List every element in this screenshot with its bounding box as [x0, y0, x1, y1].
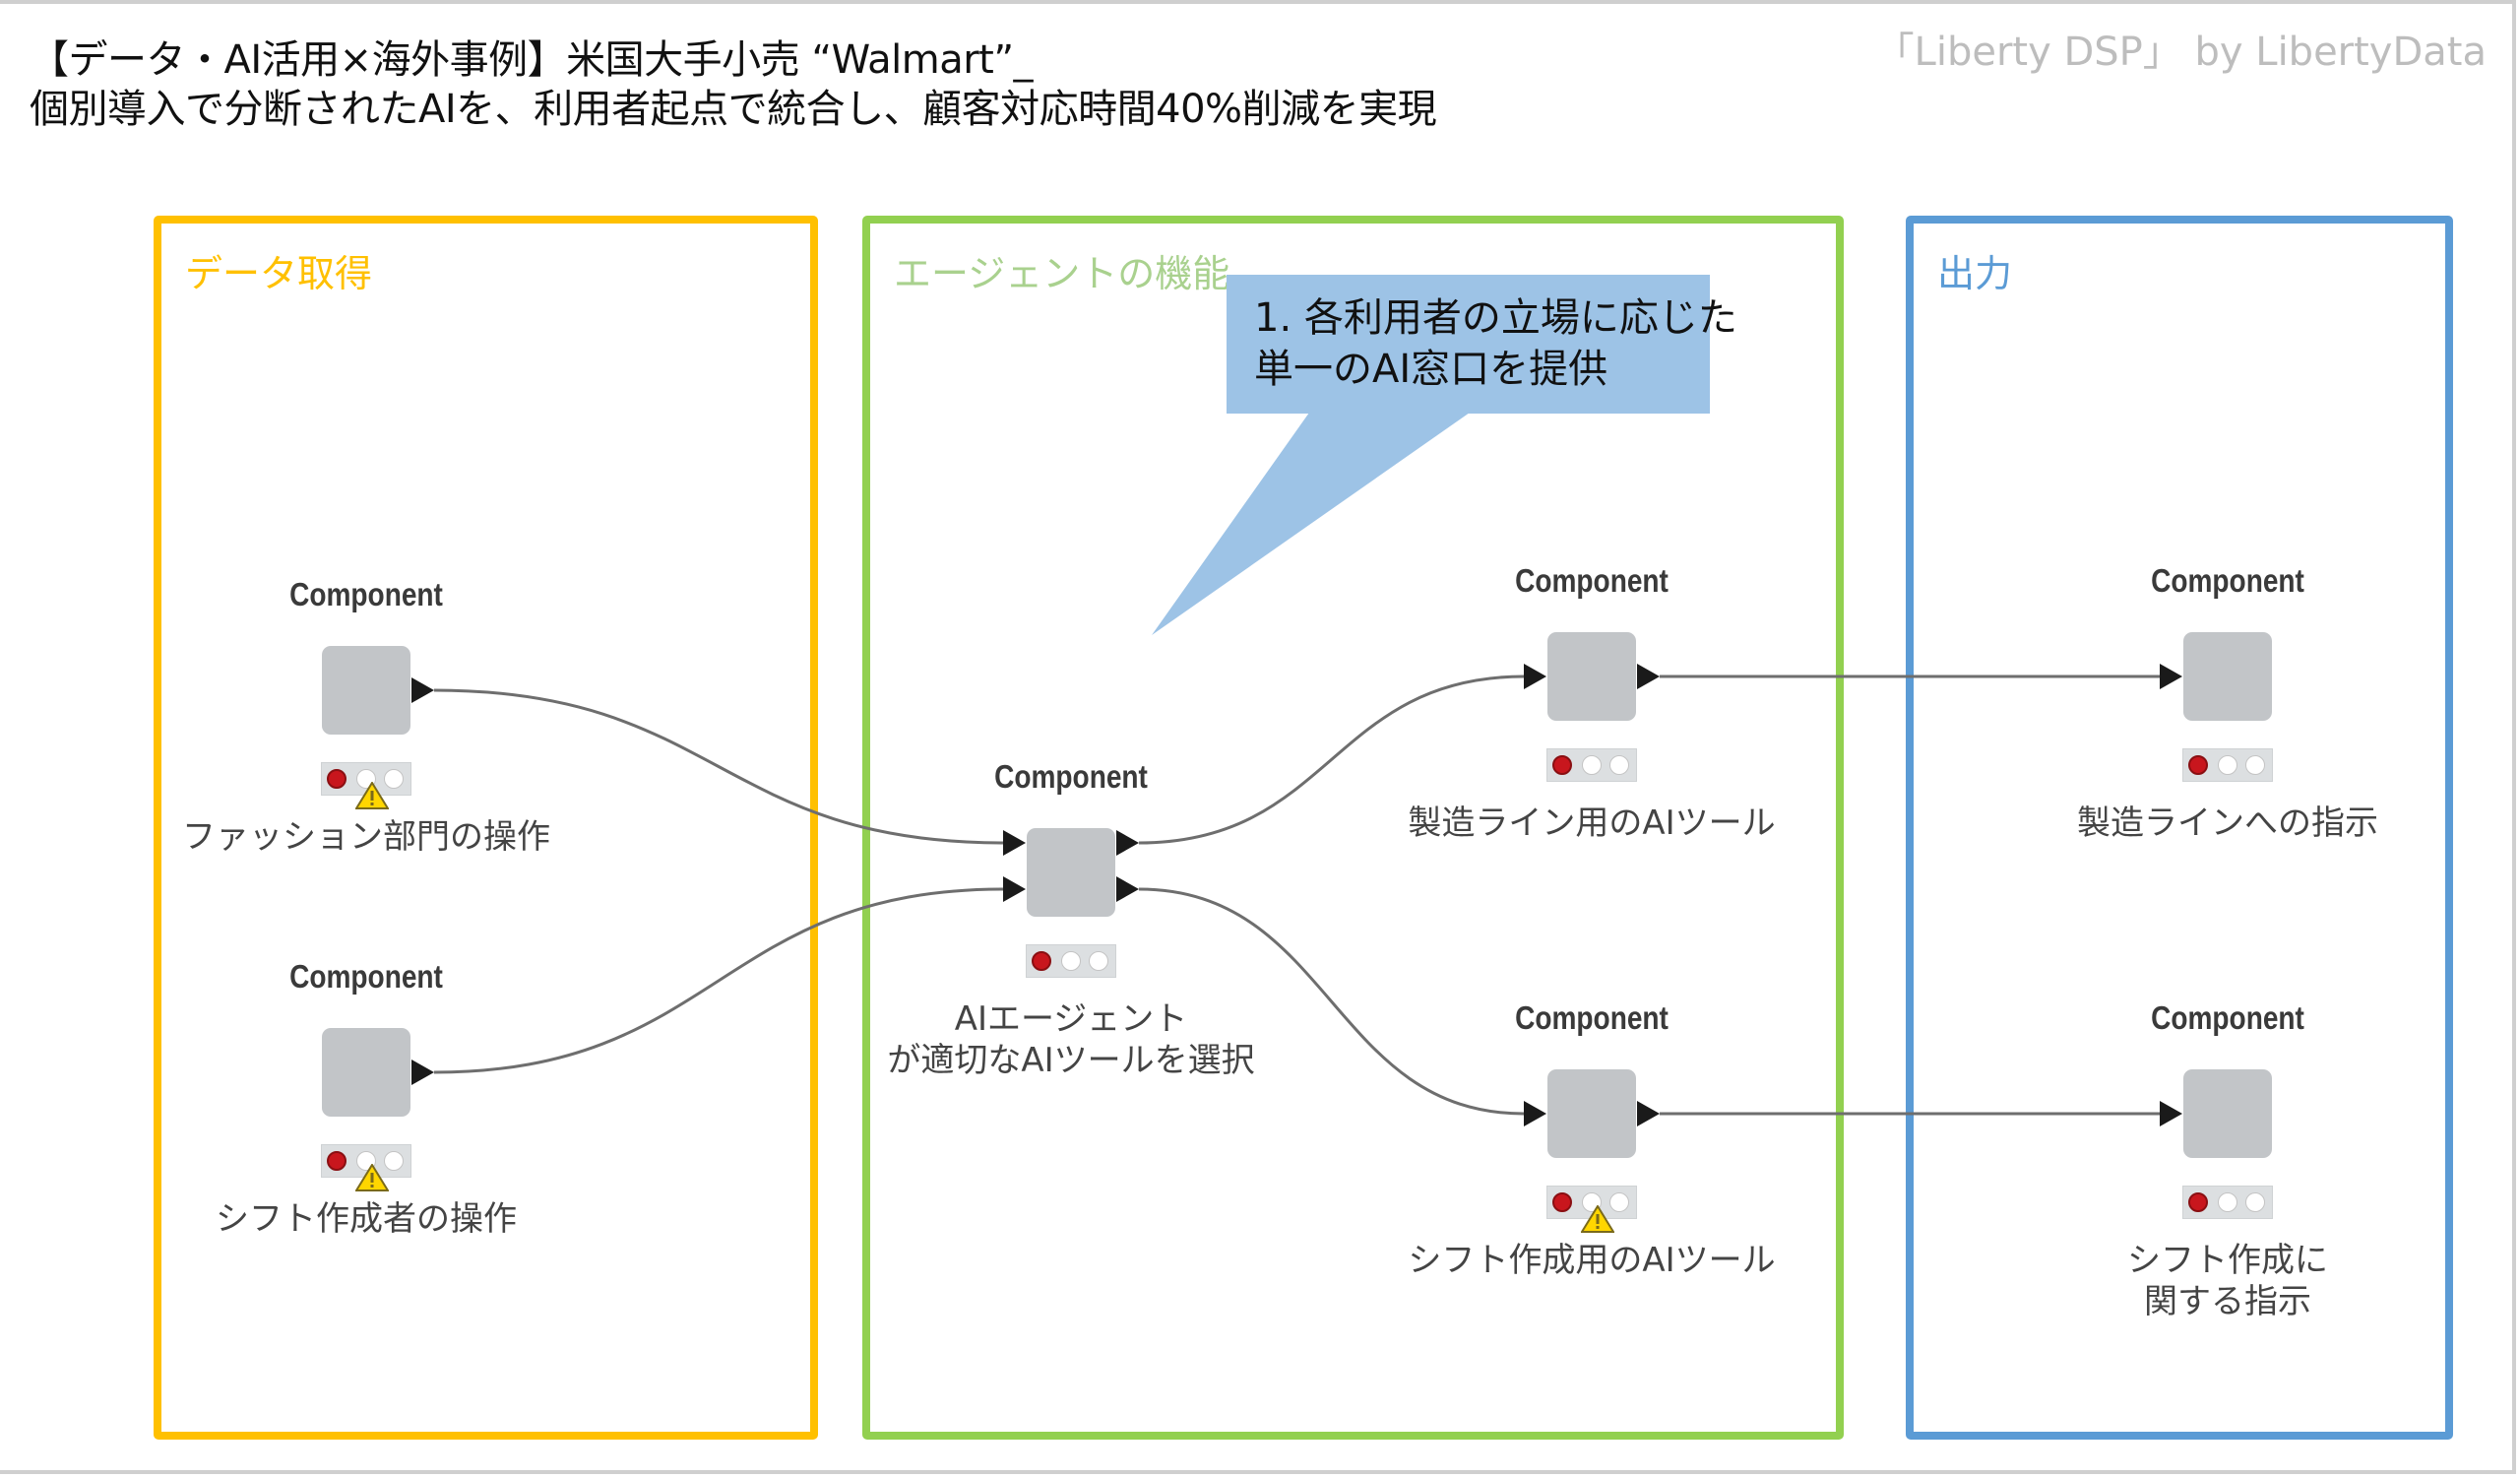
- node-caption-line: 関する指示: [2144, 1282, 2311, 1321]
- connection-fashion-to-ai-agent[interactable]: [433, 688, 1004, 845]
- status-lights: [2182, 1186, 2273, 1219]
- status-light-off-icon: [384, 769, 404, 789]
- status-light-red-icon: [1552, 1192, 1572, 1212]
- node-box[interactable]: [1547, 1069, 1636, 1158]
- slide-subtitle: 個別導入で分断されたAIを、利用者起点で統合し、顧客対応時間40%削減を実現: [30, 87, 1437, 132]
- connection-shift-creator-to-ai-agent[interactable]: [433, 887, 1004, 1074]
- input-port-icon[interactable]: [2160, 664, 2182, 689]
- node-box[interactable]: [2183, 1069, 2272, 1158]
- node-type-label: Component: [289, 958, 443, 995]
- node-box[interactable]: [322, 1028, 410, 1117]
- node-caption-line: AIエージェント: [954, 999, 1188, 1039]
- node-caption: シフト作成者の操作: [159, 1198, 573, 1240]
- node-type-label: Component: [1515, 999, 1669, 1036]
- node-caption: ファッション部門の操作: [159, 816, 573, 858]
- node-shift-creator[interactable]: Component シフト作成者の操作: [216, 958, 517, 1259]
- status-light-off-icon: [1582, 755, 1602, 775]
- status-lights: [321, 762, 411, 796]
- connection-ai-agent-to-shift-tool[interactable]: [1138, 887, 1525, 1116]
- status-light-red-icon: [2188, 755, 2208, 775]
- node-caption: シフト作成用のAIツール: [1385, 1240, 1798, 1281]
- status-light-off-icon: [2218, 1192, 2237, 1212]
- node-type-label: Component: [2151, 562, 2304, 599]
- node-fashion[interactable]: Component ファッション部門の操作: [182, 576, 550, 877]
- output-port-icon[interactable]: [1637, 664, 1660, 689]
- node-type-label: Component: [994, 758, 1148, 795]
- output-port-icon[interactable]: [411, 677, 434, 703]
- status-lights: [1026, 944, 1116, 978]
- section-title-agent: エージェントの機能: [894, 252, 1230, 295]
- status-light-red-icon: [2188, 1192, 2208, 1212]
- node-shift-instruction[interactable]: Component シフト作成に関する指示: [2080, 999, 2375, 1321]
- status-light-red-icon: [1552, 755, 1572, 775]
- output-port-icon[interactable]: [1116, 830, 1139, 856]
- node-caption-line: が適切なAIツールを選択: [887, 1041, 1255, 1080]
- warning-icon: [1581, 1205, 1614, 1233]
- status-lights: [1546, 748, 1637, 782]
- section-title-data: データ取得: [185, 252, 373, 295]
- input-port-icon[interactable]: [1524, 664, 1546, 689]
- node-caption: AIエージェントが適切なAIツールを選択: [864, 998, 1278, 1081]
- node-box[interactable]: [322, 646, 410, 735]
- slide-title: 【データ・AI活用×海外事例】米国大手小売 “Walmart”_: [30, 37, 1034, 83]
- node-caption-line: ファッション部門の操作: [182, 817, 550, 857]
- node-mfg-tool[interactable]: Component 製造ライン用のAIツール: [1408, 562, 1775, 864]
- node-type-label: Component: [289, 576, 443, 612]
- output-port-icon[interactable]: [1116, 876, 1139, 902]
- node-box[interactable]: [2183, 632, 2272, 721]
- status-light-off-icon: [1609, 755, 1629, 775]
- connection-ai-agent-to-mfg-tool[interactable]: [1138, 675, 1525, 845]
- status-light-red-icon: [327, 769, 346, 789]
- status-light-off-icon: [1061, 951, 1081, 971]
- node-box[interactable]: [1027, 828, 1115, 917]
- output-port-icon[interactable]: [411, 1060, 434, 1085]
- callout-bubble: 1. 各利用者の立場に応じた 単一のAI窓口を提供: [1227, 275, 1737, 414]
- output-port-icon[interactable]: [1637, 1101, 1660, 1126]
- node-shift-tool[interactable]: Component シフト作成用のAIツール: [1408, 999, 1775, 1301]
- node-caption-line: 製造ラインへの指示: [2077, 803, 2378, 843]
- status-light-off-icon: [2218, 755, 2237, 775]
- node-caption-line: 製造ライン用のAIツール: [1408, 803, 1776, 843]
- callout-line-1: 1. 各利用者の立場に応じた: [1254, 295, 1737, 341]
- input-port-icon[interactable]: [1003, 830, 1026, 856]
- input-port-icon[interactable]: [2160, 1101, 2182, 1126]
- status-lights: [2182, 748, 2273, 782]
- warning-icon: [355, 782, 389, 809]
- section-title-output: 出力: [1937, 252, 2013, 295]
- status-light-off-icon: [2245, 755, 2265, 775]
- status-light-off-icon: [1089, 951, 1108, 971]
- node-caption-line: シフト作成用のAIツール: [1408, 1241, 1776, 1280]
- warning-icon: [355, 1164, 389, 1191]
- input-port-icon[interactable]: [1524, 1101, 1546, 1126]
- node-caption: 製造ライン用のAIツール: [1385, 803, 1798, 844]
- callout-line-2: 単一のAI窓口を提供: [1254, 347, 1608, 392]
- status-light-off-icon: [1609, 1192, 1629, 1212]
- node-type-label: Component: [1515, 562, 1669, 599]
- node-box[interactable]: [1547, 632, 1636, 721]
- status-light-red-icon: [327, 1151, 346, 1171]
- node-caption: シフト作成に関する指示: [2021, 1240, 2434, 1322]
- status-light-red-icon: [1032, 951, 1051, 971]
- status-light-off-icon: [384, 1151, 404, 1171]
- node-caption: 製造ラインへの指示: [2021, 803, 2434, 844]
- node-caption-line: シフト作成に: [2127, 1241, 2328, 1280]
- callout-tail: [1152, 413, 1470, 635]
- node-type-label: Component: [2151, 999, 2304, 1036]
- section-output: 出力: [1906, 216, 2453, 1440]
- node-mfg-instruction[interactable]: Component 製造ラインへの指示: [2077, 562, 2378, 864]
- node-caption-line: シフト作成者の操作: [216, 1199, 517, 1239]
- section-data-acquisition: データ取得: [154, 216, 818, 1440]
- input-port-icon[interactable]: [1003, 876, 1026, 902]
- brand-label: 「Liberty DSP」 by LibertyData: [1874, 30, 2487, 75]
- status-light-off-icon: [2245, 1192, 2265, 1212]
